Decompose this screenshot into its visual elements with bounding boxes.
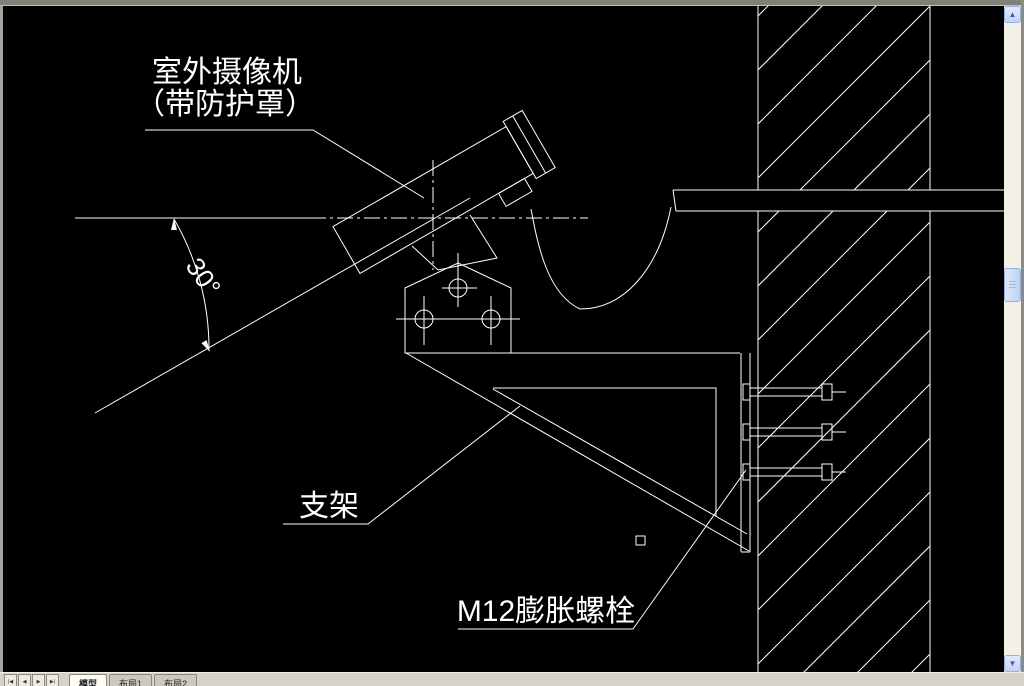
mount-plate	[396, 253, 520, 354]
tab-nav-next-button[interactable]: ▶	[32, 674, 45, 686]
tab-layout1[interactable]: 布局1	[109, 674, 153, 686]
bolt-label-leader	[458, 469, 747, 630]
drawing-canvas[interactable]: 30° 室外摄像机 （带防护罩）	[3, 6, 1004, 672]
camera-cable-connector	[497, 177, 533, 208]
camera-label-line2: （带防护罩）	[135, 88, 315, 121]
scrollbar-thumb[interactable]	[1004, 268, 1021, 302]
scrollbar-grip-icon	[1009, 281, 1016, 290]
wall-section	[757, 6, 931, 672]
bolt-label-group: M12膨胀螺栓	[457, 469, 747, 630]
camera-mount-detail-drawing: 30° 室外摄像机 （带防护罩）	[75, 6, 1004, 672]
scroll-down-button[interactable]: ▼	[1004, 655, 1021, 672]
camera-label-leader	[145, 129, 425, 199]
dimension-arrow-top	[171, 218, 177, 230]
angle-dimension-30deg: 30°	[75, 197, 471, 414]
bracket-label-group: 支架	[283, 405, 521, 525]
wall-hatch	[758, 6, 930, 672]
scroll-up-button[interactable]: ▲	[1004, 6, 1021, 23]
triangle-bracket	[405, 352, 751, 553]
window-right-border	[1021, 0, 1024, 686]
camera-cable	[530, 206, 672, 310]
tab-navigation: |◀ ◀ ▶ ▶|	[4, 674, 59, 686]
camera-assembly	[332, 109, 556, 275]
tab-nav-prev-button[interactable]: ◀	[18, 674, 31, 686]
beam-through-wall	[672, 189, 1004, 212]
camera-hinge-mount	[411, 214, 498, 271]
camera-centerlines	[310, 160, 588, 270]
window-top-border	[0, 0, 1024, 6]
angle-label: 30°	[180, 252, 227, 301]
tab-nav-first-button[interactable]: |◀	[4, 674, 17, 686]
bracket-label: 支架	[299, 490, 359, 523]
window-left-border	[0, 6, 3, 672]
camera-label-line1: 室外摄像机	[152, 56, 302, 89]
bolt-label: M12膨胀螺栓	[457, 595, 635, 628]
tab-nav-last-button[interactable]: ▶|	[46, 674, 59, 686]
tab-model[interactable]: 模型	[69, 674, 108, 686]
chevron-down-icon: ▼	[1008, 658, 1017, 668]
camera-label-group: 室外摄像机 （带防护罩）	[135, 56, 425, 199]
blip-marker	[635, 535, 646, 546]
vertical-scrollbar[interactable]: ▲ ▼	[1004, 6, 1021, 672]
layout-tab-bar: |◀ ◀ ▶ ▶| 模型 布局1 布局2	[0, 672, 1024, 686]
dimension-arrow-bottom	[201, 340, 210, 352]
tab-layout2[interactable]: 布局2	[154, 674, 198, 686]
bracket-label-leader	[283, 405, 521, 525]
chevron-up-icon: ▲	[1008, 9, 1017, 19]
